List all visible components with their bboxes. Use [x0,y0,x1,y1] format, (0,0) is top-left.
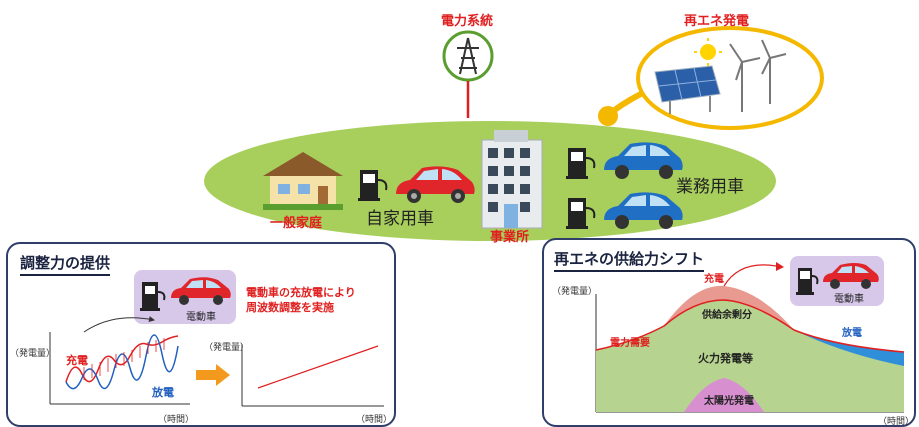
office-label: 事業所 [490,230,530,245]
ev-box: 電動車 [134,270,236,324]
charger-icon [358,170,388,201]
supply-shift-chart [595,262,905,413]
charger-icon [566,198,596,229]
description-line1: 電動車の充放電により [246,286,356,299]
sun-icon [694,38,722,66]
charge-label: 充電 [66,354,88,367]
renewable-label: 再エネ発電 [684,14,750,29]
ev-label: 電動車 [186,312,216,323]
wind-turbine-icon [729,39,787,112]
business-car-label: 業務用車 [676,177,744,197]
x-axis-label: （時間） [356,415,393,425]
surplus-label: 供給余剰分 [702,310,752,321]
arrow-right-icon [196,364,230,386]
red-car-icon [823,263,879,289]
flat-chart [241,344,384,407]
right-panel-title: 再エネの供給力シフト [554,248,705,272]
discharge-label: 放電 [842,328,862,339]
description-line2: 周波数調整を実施 [246,301,334,314]
discharge-label: 放電 [152,386,174,399]
demand-label: 電力需要 [610,338,650,349]
fluctuation-chart [49,316,190,405]
charger-icon [566,148,596,179]
y-axis-label: （発電量） [10,349,56,359]
y-axis-label: （発電量） [204,343,250,353]
y-axis-label: （発電量） [552,287,598,297]
grid-label: 電力系統 [441,14,494,29]
ev-box: 電動車 [790,256,884,306]
x-axis-label: （時間） [158,415,195,425]
private-car-label: 自家用車 [366,209,434,229]
office-building-icon [481,130,543,229]
charger-icon [140,282,166,311]
thermal-label: 火力発電等 [698,352,753,365]
right-panel: 再エネの供給力シフト （発電量） 充電 供給余剰分 電力需要 火力発電等 放電 … [542,238,916,427]
x-axis-label: （時間） [878,417,915,427]
red-car-icon [396,166,475,203]
blue-car-icon [604,192,683,229]
home-label: 一般家庭 [270,216,323,231]
ev-label: 電動車 [834,294,864,305]
left-panel: 調整力の提供 電動車 電動車の充放電により 周波数調整を実施 （発電量） [6,242,396,427]
solar-label: 太陽光発電 [704,396,754,407]
solar-panel-icon [654,65,721,114]
renewable-bubble [598,26,824,130]
charger-icon [796,268,819,295]
left-panel-title: 調整力の提供 [20,252,111,276]
charge-label: 充電 [704,274,724,285]
grid-tower-icon [442,30,494,118]
house-icon [263,152,343,210]
blue-car-icon [604,142,683,179]
red-car-icon [171,277,231,305]
